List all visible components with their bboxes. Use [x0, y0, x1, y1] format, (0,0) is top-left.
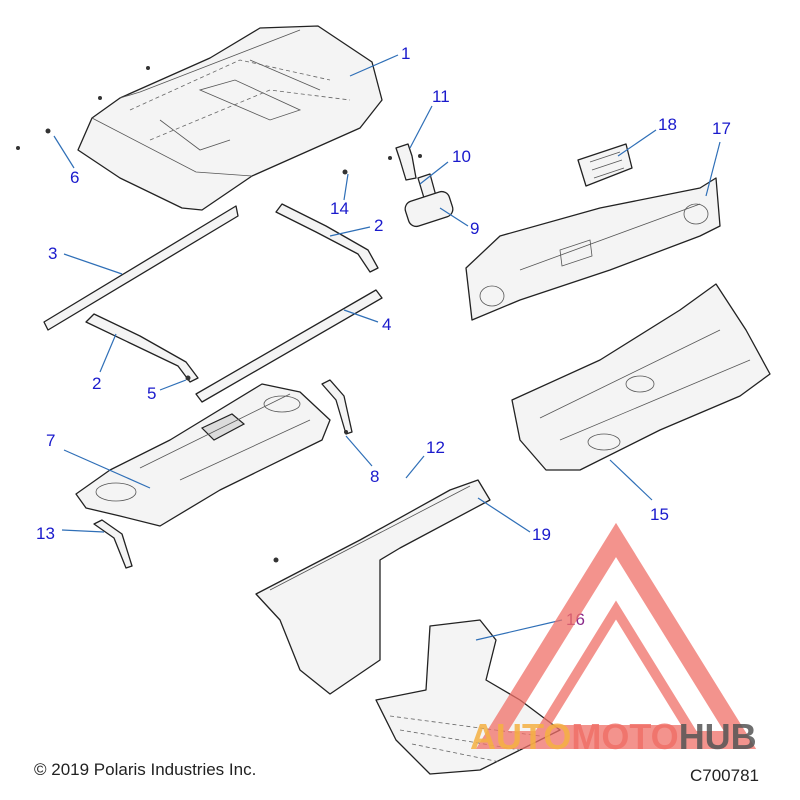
leader-lines — [53, 54, 721, 641]
callout-15: 15 — [650, 505, 669, 524]
callout-6: 6 — [70, 168, 79, 187]
callout-18: 18 — [658, 115, 677, 134]
callout-19: 19 — [532, 525, 551, 544]
callout-2-lower: 2 — [92, 374, 101, 393]
callout-5: 5 — [147, 384, 156, 403]
watermark-moto: MOTO — [571, 716, 679, 757]
watermark-triangle-logo — [475, 522, 757, 749]
part-side-trim-13 — [93, 519, 133, 569]
callout-12: 12 — [426, 438, 445, 457]
watermark-wordmark: AUTOMOTOHUB — [470, 716, 757, 758]
part-side-trim-8 — [321, 379, 353, 435]
callout-13: 13 — [36, 524, 55, 543]
callout-9: 9 — [470, 219, 479, 238]
part-headliner — [75, 383, 331, 527]
callout-17: 17 — [712, 119, 731, 138]
figure-code: C700781 — [690, 766, 760, 785]
callout-3: 3 — [48, 244, 57, 263]
callout-1: 1 — [401, 44, 410, 63]
callout-8: 8 — [370, 467, 379, 486]
copyright-notice: © 2019 Polaris Industries Inc. — [34, 760, 257, 779]
fastener-group — [16, 66, 348, 175]
part-mirror-assembly — [388, 143, 454, 228]
part-curved-trim-lower — [85, 313, 199, 383]
callout-4: 4 — [382, 315, 391, 334]
callout-11: 11 — [432, 87, 450, 106]
part-roof — [77, 25, 383, 211]
part-trim-strip-left — [43, 205, 239, 331]
watermark-hub: HUB — [678, 716, 757, 757]
part-floor-tub — [511, 283, 771, 471]
part-curved-trim-upper — [275, 203, 379, 273]
part-cross-member — [255, 479, 491, 695]
part-trim-strip-right — [195, 289, 383, 403]
callout-10: 10 — [452, 147, 471, 166]
part-switch-panel — [577, 143, 633, 187]
callout-14: 14 — [330, 199, 349, 218]
callout-7: 7 — [46, 431, 55, 450]
watermark-auto: AUTO — [470, 716, 572, 757]
part-dash-frame — [465, 177, 721, 321]
callout-2-upper: 2 — [374, 216, 383, 235]
